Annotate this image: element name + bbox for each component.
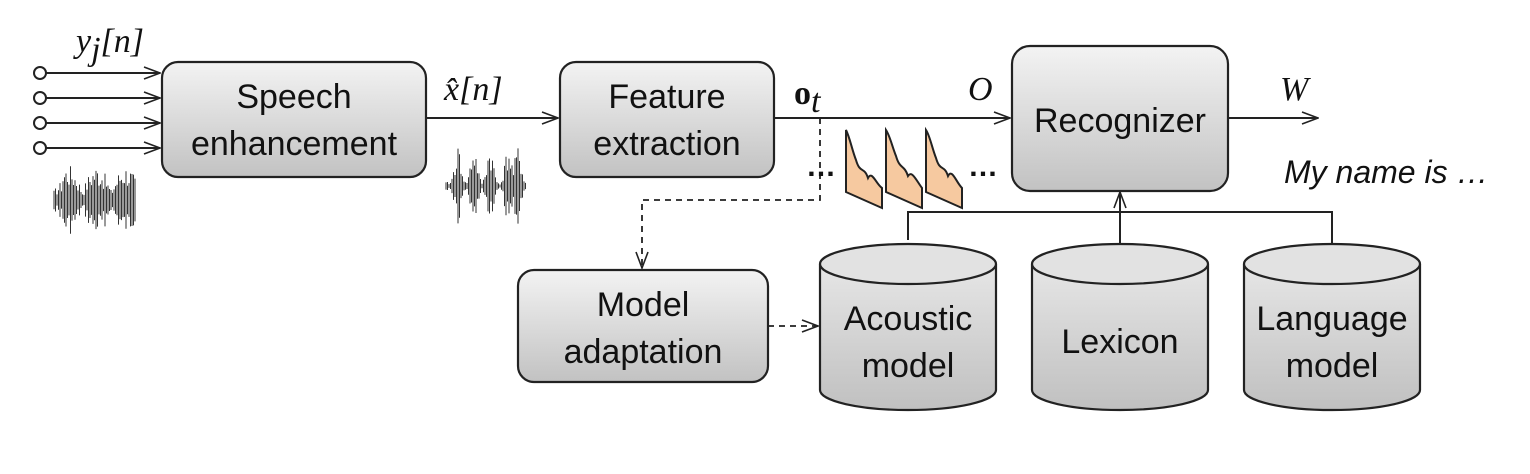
input-signal-argument: [n] [101, 23, 144, 60]
observation-sequence-label: O [968, 71, 993, 108]
language-model-label-2: model [1286, 347, 1379, 385]
enhanced-signal-argument: [n] [459, 71, 502, 108]
input-signal-symbol: y [73, 23, 92, 60]
word-sequence-label: W [1280, 71, 1311, 108]
language-model-database: Language model [1242, 242, 1422, 412]
recognizer-label: Recognizer [1034, 102, 1206, 140]
feature-extraction-label-2: extraction [593, 125, 740, 163]
frames-ellipsis-right: … [968, 150, 998, 183]
recognized-text-output: My name is … [1284, 154, 1488, 190]
speech-enhancement-label-1: Speech [236, 78, 351, 116]
feature-frame-icon [925, 126, 963, 210]
adaptation-dashed-connector [642, 118, 821, 268]
input-signal-label: yj[n] [73, 23, 144, 68]
feature-frame-icon [845, 129, 883, 210]
feature-vector-label: ot [794, 75, 822, 120]
microphone-icon [33, 66, 47, 80]
input-signal-subscript: j [87, 31, 100, 68]
model-adaptation-label-1: Model [597, 286, 690, 324]
feature-frame-icon [885, 126, 923, 210]
noisy-waveform-icon [53, 166, 136, 234]
microphone-icon [33, 141, 47, 155]
lexicon-label: Lexicon [1061, 323, 1178, 361]
microphone-icon [33, 91, 47, 105]
enhanced-waveform-icon [445, 148, 526, 224]
speech-enhancement-label-2: enhancement [191, 125, 398, 163]
frames-ellipsis-left: … [806, 150, 836, 183]
acoustic-model-label-2: model [862, 347, 955, 385]
speech-enhancement-block: Speech enhancement [160, 60, 428, 179]
microphone-icon [33, 116, 47, 130]
model-adaptation-label-2: adaptation [564, 333, 723, 371]
feature-vector-subscript: t [811, 83, 822, 120]
model-adaptation-block: Model adaptation [516, 268, 770, 384]
enhanced-signal-symbol: x̂ [443, 71, 459, 108]
language-model-label-1: Language [1256, 300, 1407, 338]
feature-vector-symbol: o [794, 75, 811, 112]
acoustic-model-label-1: Acoustic [844, 300, 973, 338]
feature-extraction-label-1: Feature [608, 78, 725, 116]
microphone-inputs [33, 66, 160, 155]
acoustic-model-database: Acoustic model [818, 242, 998, 412]
enhanced-signal-label: x̂[n] [443, 71, 503, 108]
lexicon-database: Lexicon [1030, 242, 1210, 412]
feature-extraction-block: Feature extraction [558, 60, 776, 179]
recognizer-block: Recognizer [1010, 44, 1230, 193]
